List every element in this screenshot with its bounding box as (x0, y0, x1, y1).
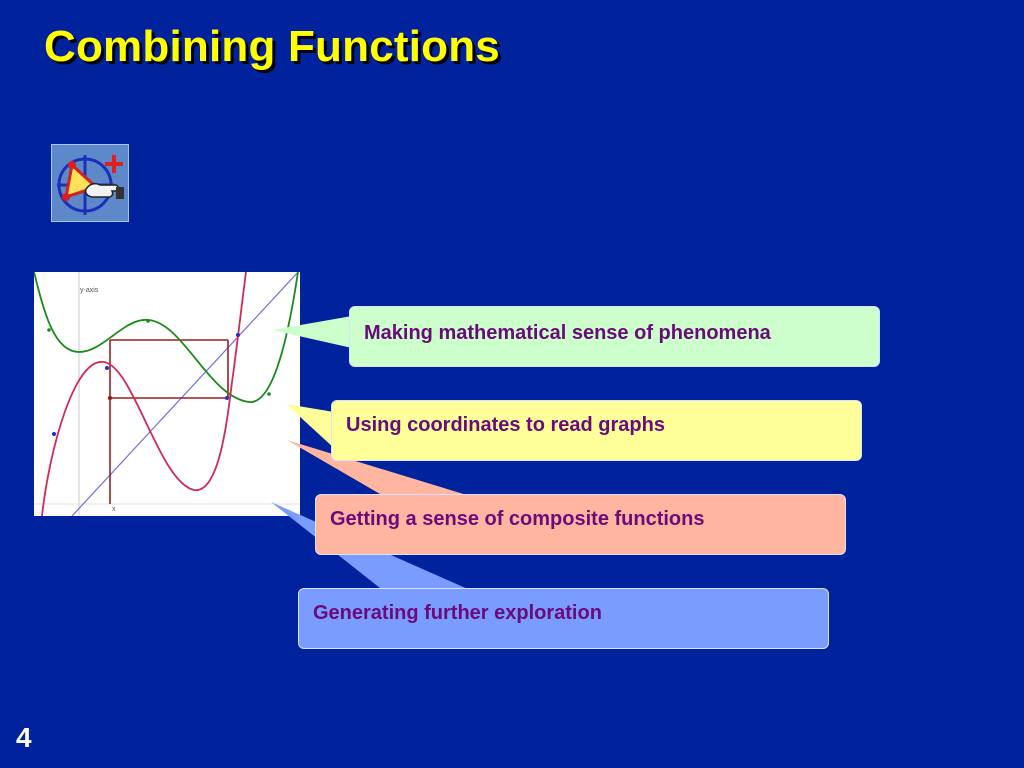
coordinate-frame (109, 339, 229, 504)
pink-function-curve (41, 271, 247, 517)
green-function-curve (33, 271, 299, 403)
callout-further-exploration: Generating further exploration (298, 588, 829, 649)
marker-points (52, 333, 240, 436)
callout-mathematical-sense: Making mathematical sense of phenomena (349, 306, 880, 367)
page-number: 4 (16, 722, 32, 753)
y-axis-label: y-axis (80, 287, 99, 294)
curve-points (47, 319, 271, 396)
callout-tail-2 (286, 404, 334, 448)
function-graph: y-axis x (33, 269, 301, 517)
geometry-tool-icon[interactable] (51, 144, 129, 222)
x-axis-label: x (112, 506, 116, 513)
frame-point (107, 395, 113, 401)
geometry-tool-glyph (57, 155, 124, 215)
callout-coordinates: Using coordinates to read graphs (331, 400, 862, 461)
callout-tail-1 (272, 316, 352, 348)
callout-composite-functions: Getting a sense of composite functions (315, 494, 846, 555)
slide-title: Combining Functions (44, 22, 500, 71)
